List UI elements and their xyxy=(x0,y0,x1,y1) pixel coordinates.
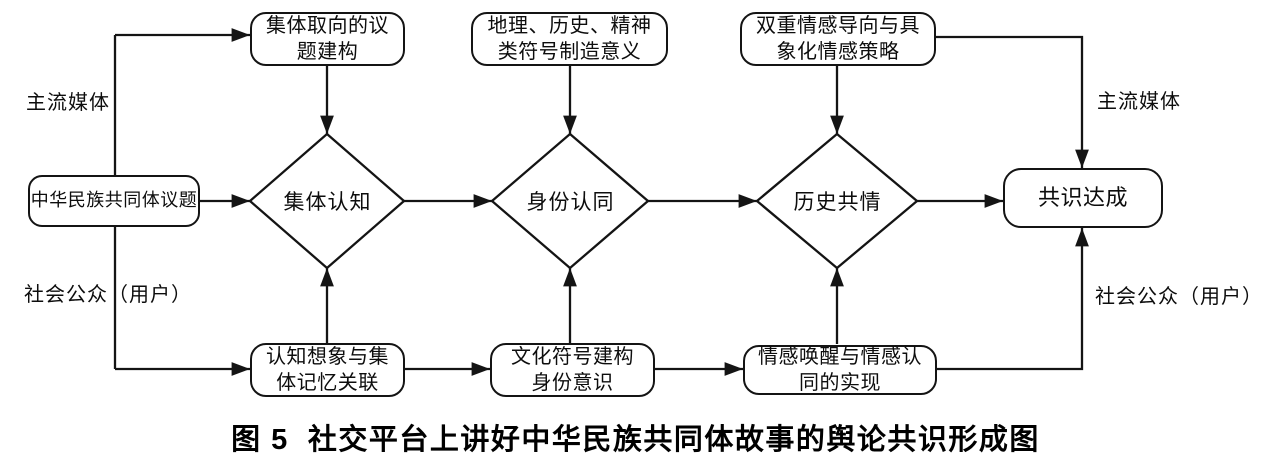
edge-label-mainstream-media-right: 主流媒体 xyxy=(1097,91,1181,113)
node-bottom-memory-association-label: 认知想象与集体记忆关联 xyxy=(266,345,389,394)
node-top-agenda-construction: 集体取向的议题建构 xyxy=(250,12,405,66)
arrow-bottom3-to-result xyxy=(937,228,1089,371)
node-top-emotion-strategy-label: 双重情感导向与具象化情感策略 xyxy=(756,14,920,63)
diamond-collective-cognition-label: 集体认知 xyxy=(283,191,372,214)
node-bottom-emotion-arousal-label: 情感唤醒与情感认同的实现 xyxy=(758,345,922,394)
edge-label-mainstream-media-left: 主流媒体 xyxy=(26,92,110,114)
diamond-identity-recognition xyxy=(490,132,650,270)
node-top-symbol-meaning: 地理、历史、精神类符号制造意义 xyxy=(471,12,668,66)
node-bottom-cultural-symbol: 文化符号建构身份意识 xyxy=(490,343,655,397)
node-top-symbol-meaning-label: 地理、历史、精神类符号制造意义 xyxy=(487,14,652,63)
arrow-top3-to-result xyxy=(936,35,1089,168)
diamond-historical-empathy xyxy=(755,132,919,270)
node-bottom-cultural-symbol-label: 文化符号建构身份意识 xyxy=(511,345,634,394)
node-source-topic-label: 中华民族共同体议题 xyxy=(30,190,198,211)
node-consensus-result-label: 共识达成 xyxy=(1037,185,1128,211)
edge-label-public-users-right: 社会公众（用户） xyxy=(1095,286,1263,308)
diamond-historical-empathy-label: 历史共情 xyxy=(793,191,882,214)
node-top-agenda-construction-label: 集体取向的议题建构 xyxy=(266,14,389,63)
figure-caption: 图 5 社交平台上讲好中华民族共同体故事的舆论共识形成图 xyxy=(231,424,1040,456)
node-consensus-result: 共识达成 xyxy=(1003,168,1163,228)
node-top-emotion-strategy: 双重情感导向与具象化情感策略 xyxy=(740,12,936,66)
diamond-identity-recognition-label: 身份认同 xyxy=(526,191,615,214)
node-bottom-emotion-arousal: 情感唤醒与情感认同的实现 xyxy=(743,345,937,395)
diamond-collective-cognition xyxy=(248,132,406,270)
node-bottom-memory-association: 认知想象与集体记忆关联 xyxy=(250,343,405,397)
node-source-topic: 中华民族共同体议题 xyxy=(28,175,200,227)
edge-label-public-users-left: 社会公众（用户） xyxy=(24,284,192,306)
